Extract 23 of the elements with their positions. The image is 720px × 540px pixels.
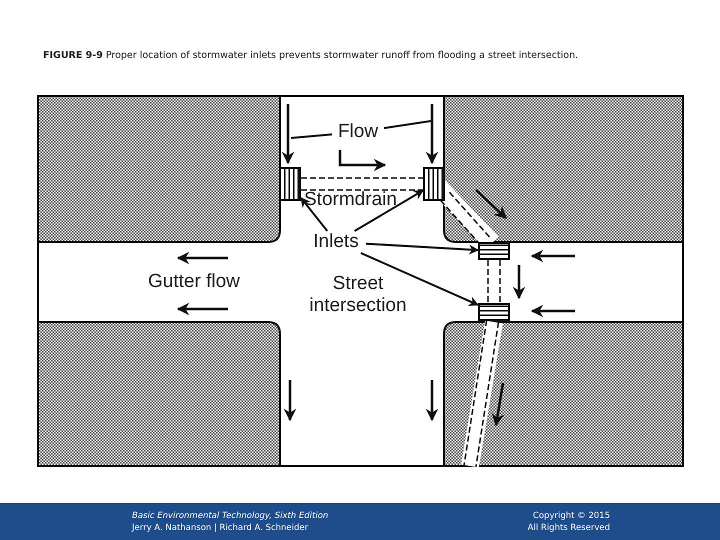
street-label: Street intersection bbox=[308, 273, 408, 317]
figure-caption: FIGURE 9-9 Proper location of stormwater inlets prevents stormwater runoff from flooding a street intersection. bbox=[43, 50, 580, 61]
author-names: Jerry A. Nathanson | Richard A. Schneider bbox=[132, 523, 308, 533]
copyright-notice: Copyright © 2015 bbox=[532, 511, 610, 521]
storm-drain-pipe bbox=[300, 177, 424, 191]
street-label: Stormdrain bbox=[304, 189, 397, 211]
callout-label: Inlets bbox=[306, 231, 366, 253]
copyright-notice: All Rights Reserved bbox=[528, 523, 610, 533]
leader-line bbox=[384, 120, 432, 130]
inlet-grate bbox=[423, 167, 445, 201]
storm-drain-pipe bbox=[487, 259, 501, 304]
leader-arrow bbox=[300, 197, 328, 232]
street-label: Gutter flow bbox=[148, 271, 240, 293]
book-title: Basic Environmental Technology, Sixth Edition bbox=[132, 511, 328, 521]
leader-line bbox=[290, 133, 332, 139]
inlet-grate bbox=[279, 167, 301, 201]
leader-arrow bbox=[360, 252, 479, 306]
inlet-grate bbox=[478, 303, 510, 321]
inlet-grate bbox=[478, 242, 510, 260]
leader-arrow bbox=[366, 242, 479, 255]
leader-arrow bbox=[354, 190, 424, 232]
storm-drain-pipe bbox=[463, 319, 500, 468]
callout-label: Flow bbox=[332, 121, 384, 143]
